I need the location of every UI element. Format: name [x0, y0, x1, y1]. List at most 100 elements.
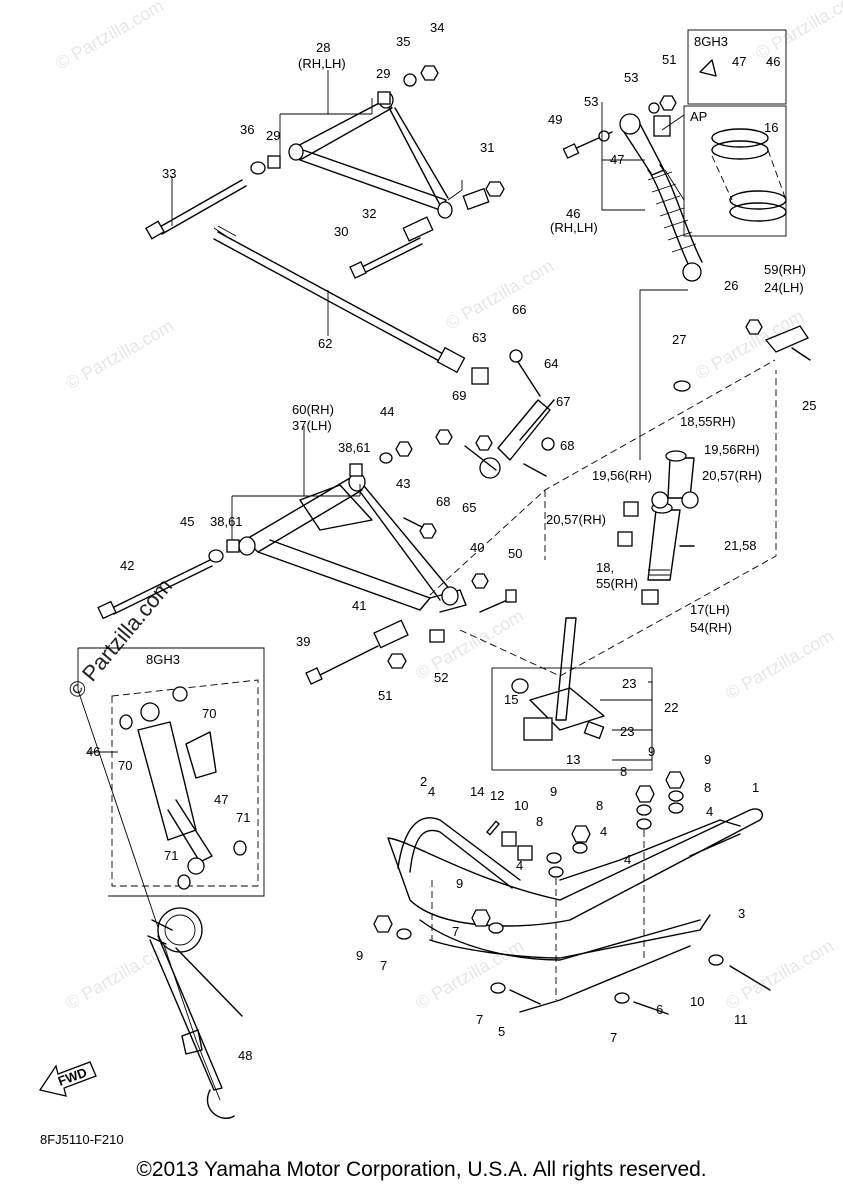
callout: 51: [662, 52, 676, 67]
callout: 71: [236, 810, 250, 825]
callout: 9: [648, 744, 655, 759]
callout: 38,61: [338, 440, 371, 455]
callout: 33: [162, 166, 176, 181]
callout: 68: [560, 438, 574, 453]
callout: 9: [704, 752, 711, 767]
spring-16: [711, 128, 787, 222]
nut-31: [485, 181, 505, 197]
callout-labels: 1 2 3 4 4 4 4 5 6 7 7 7 7 8 8 8 8 9 9 9 …: [86, 20, 816, 1063]
nut-26: [745, 319, 763, 335]
callout: 7: [380, 958, 387, 973]
callout: 46: [766, 54, 780, 69]
callout: 19,56(RH): [592, 468, 652, 483]
callout: 10: [514, 798, 528, 813]
bolt-30: [359, 237, 421, 269]
shock-absorber-46: [619, 113, 703, 282]
callout: 27: [672, 332, 686, 347]
collar-31: [462, 187, 490, 211]
watermark: © Partzilla.com: [722, 625, 837, 703]
washer-36: [250, 161, 266, 175]
bushing-18: [641, 589, 659, 605]
callout: 16: [764, 120, 778, 135]
callout: 49: [548, 112, 562, 127]
watermark: © Partzilla.com: [412, 935, 527, 1013]
callout: 67: [556, 394, 570, 409]
nut-51: [659, 95, 677, 111]
knuckle-arm-24: [764, 325, 809, 353]
callout: 46: [566, 206, 580, 221]
fwd-arrow-icon: FWD: [38, 1061, 97, 1097]
callout: 7: [476, 1012, 483, 1027]
callout: 30: [334, 224, 348, 239]
stopper-15: [523, 717, 553, 741]
bolt-42: [111, 559, 211, 609]
collar-32: [402, 216, 434, 242]
bushing-47-detail: [699, 59, 717, 77]
bolt-25: [791, 347, 811, 361]
callout: 60(RH): [292, 402, 334, 417]
callout: 36: [240, 122, 254, 137]
box-ap: [683, 105, 787, 237]
callout: 8: [620, 764, 627, 779]
shock-absorber-8gh3: [119, 686, 247, 890]
callout: 46: [86, 744, 100, 759]
bushing-38b: [349, 463, 363, 477]
callout: 5: [498, 1024, 505, 1039]
callout: 20,57(RH): [702, 468, 762, 483]
callout: 19,56RH): [704, 442, 760, 457]
callout: 68: [436, 494, 450, 509]
callout: 7: [452, 924, 459, 939]
box-label: 8GH3: [694, 34, 728, 49]
callout: 54(RH): [690, 620, 732, 635]
callout: 18,: [596, 560, 614, 575]
callout: 18,55RH): [680, 414, 736, 429]
callout: 14: [470, 784, 484, 799]
bolt-33: [145, 179, 247, 240]
callout: 7: [610, 1030, 617, 1045]
callout: 17(LH): [690, 602, 730, 617]
watermark: © Partzilla.com: [722, 935, 837, 1013]
callout: 48: [238, 1048, 252, 1063]
callout: 4: [706, 804, 713, 819]
nut-43: [395, 441, 413, 457]
bolt-68: [523, 463, 547, 477]
diagram-code: 8FJ5110-F210: [40, 1132, 124, 1147]
callout: 24(LH): [764, 280, 804, 295]
callout: 31: [480, 140, 494, 155]
callout: 42: [120, 558, 134, 573]
lower-a-arm: [238, 472, 467, 613]
watermark: © Partzilla.com: [62, 315, 177, 393]
callout: (RH,LH): [550, 220, 598, 235]
linkage-guide-bottom: [459, 370, 777, 677]
callout: 64: [544, 356, 558, 371]
callout: 10: [690, 994, 704, 1009]
nut-40: [471, 573, 489, 589]
washer-44: [379, 452, 393, 464]
ski-runner-3: [429, 914, 711, 1013]
washer-53: [598, 130, 610, 142]
callout: 47: [732, 54, 746, 69]
collar-41: [373, 619, 409, 649]
callout: 28: [316, 40, 330, 55]
callout: 59(RH): [764, 262, 806, 277]
callout: 13: [566, 752, 580, 767]
callout: (RH,LH): [298, 56, 346, 71]
spindle-17: [647, 380, 699, 581]
callout: 40: [470, 540, 484, 555]
callout: 8: [596, 798, 603, 813]
callout: 15: [504, 692, 518, 707]
callout: 22: [664, 700, 678, 715]
shaft-62: [213, 225, 466, 374]
callout: 63: [472, 330, 486, 345]
callout: 47: [610, 152, 624, 167]
callout: 6: [656, 1002, 663, 1017]
callout: 20,57(RH): [546, 512, 606, 527]
callout: 39: [296, 634, 310, 649]
callout: 69: [452, 388, 466, 403]
callout: 53: [624, 70, 638, 85]
callout: 12: [490, 788, 504, 803]
callout: 26: [724, 278, 738, 293]
callout: 38,61: [210, 514, 243, 529]
bushing-38: [226, 539, 240, 553]
